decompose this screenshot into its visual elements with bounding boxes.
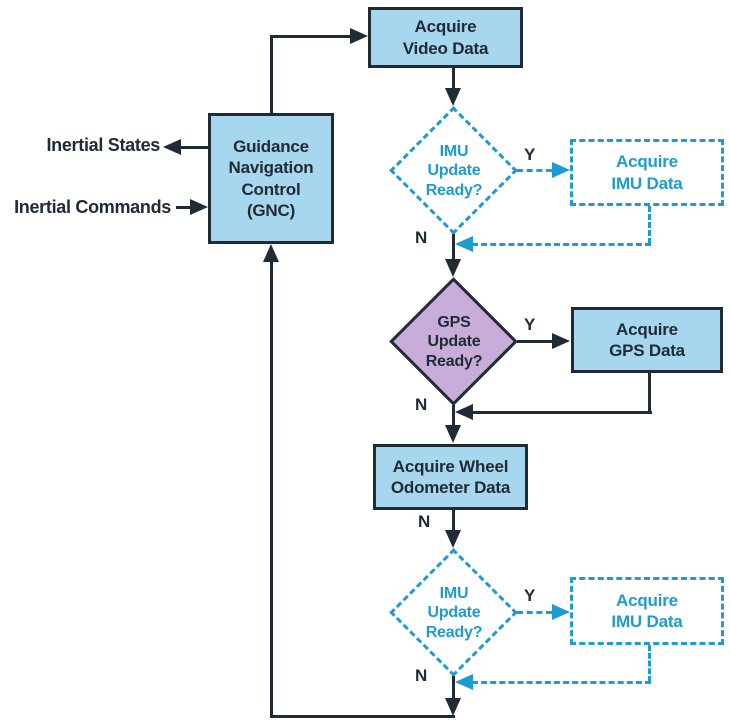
arrowhead-into-acquire-imu-bottom-icon [552,604,570,620]
arrowhead-inertial-states-icon [163,139,181,155]
decision-imu-ready-bottom-label: IMU Update Ready? [425,585,483,641]
node-acquire-video-data: Acquire Video Data [368,7,523,68]
branch-label-yes-imu-bottom: Y [524,586,536,605]
node-acquire-wheel-odometer: Acquire Wheel Odometer Data [373,444,528,510]
arrowhead-imu1-return-icon [455,236,473,252]
arrowhead-into-gps-icon [445,259,461,277]
branch-label-no-wheel: N [418,512,431,531]
node-gnc: Guidance Navigation Control (GNC) [208,113,334,244]
label-inertial-states: Inertial States [46,135,160,155]
node-acquire-imu-data-bottom: Acquire IMU Data [570,577,724,645]
branch-label-no-imu-bottom: N [415,666,428,685]
edge-imu2-return-horizontal [472,681,651,684]
node-acquire-gps-data: Acquire GPS Data [571,307,723,373]
branch-label-no-imu-top: N [415,228,428,247]
edge-gnc-to-video-horizontal [270,35,351,38]
edge-wheel-to-imu2 [452,510,455,531]
edge-imu2-down [452,676,455,699]
edge-gnc-to-video-vertical [270,35,273,113]
decision-gps-ready-label: GPS Update Ready? [425,314,483,370]
arrowhead-gps-return-icon [455,404,473,420]
label-inertial-commands: Inertial Commands [14,197,171,217]
arrowhead-imu2-return-icon [455,674,473,690]
edge-gps-return-vertical [648,373,651,414]
node-acquire-imu-top-label: Acquire IMU Data [611,152,683,193]
edge-feedback-bottom-horizontal [270,715,455,718]
edge-gps-to-wheel [452,405,455,426]
branch-label-no-gps: N [415,395,428,414]
node-acquire-wheel-label: Acquire Wheel Odometer Data [390,456,511,497]
edge-feedback-left-vertical [270,261,273,718]
edge-video-to-imu1 [452,68,455,89]
edge-gps-yes [517,340,552,343]
node-acquire-video-label: Acquire Video Data [402,17,489,58]
node-acquire-gps-label: Acquire GPS Data [609,319,685,360]
edge-imu2-yes [517,611,552,614]
edge-imu1-return-horizontal [472,243,651,246]
edge-imu1-yes [517,169,552,172]
decision-imu-ready-top-label: IMU Update Ready? [425,143,483,199]
edge-imu1-return-vertical [648,206,651,244]
arrowhead-into-wheel-icon [445,425,461,443]
branch-label-yes-imu-top: Y [524,145,536,164]
arrowhead-into-video-icon [350,28,368,44]
arrowhead-into-acquire-imu-top-icon [552,162,570,178]
edge-imu2-return-vertical [648,645,651,682]
edge-inertial-states [181,146,208,149]
arrowhead-into-imu2-icon [445,530,461,548]
edge-imu1-to-gps [452,234,455,260]
arrowhead-into-imu1-icon [445,88,461,106]
edge-inertial-commands [176,206,191,209]
arrowhead-into-feedback-icon [445,698,461,716]
arrowhead-into-acquire-gps-icon [552,333,570,349]
edge-gps-return-horizontal [472,411,652,414]
node-acquire-imu-data-top: Acquire IMU Data [570,139,724,206]
arrowhead-into-gnc-icon [263,244,279,262]
node-acquire-imu-bottom-label: Acquire IMU Data [611,590,683,631]
branch-label-yes-gps: Y [524,315,536,334]
node-gnc-label: Guidance Navigation Control (GNC) [228,137,314,220]
arrowhead-inertial-commands-icon [190,199,208,215]
